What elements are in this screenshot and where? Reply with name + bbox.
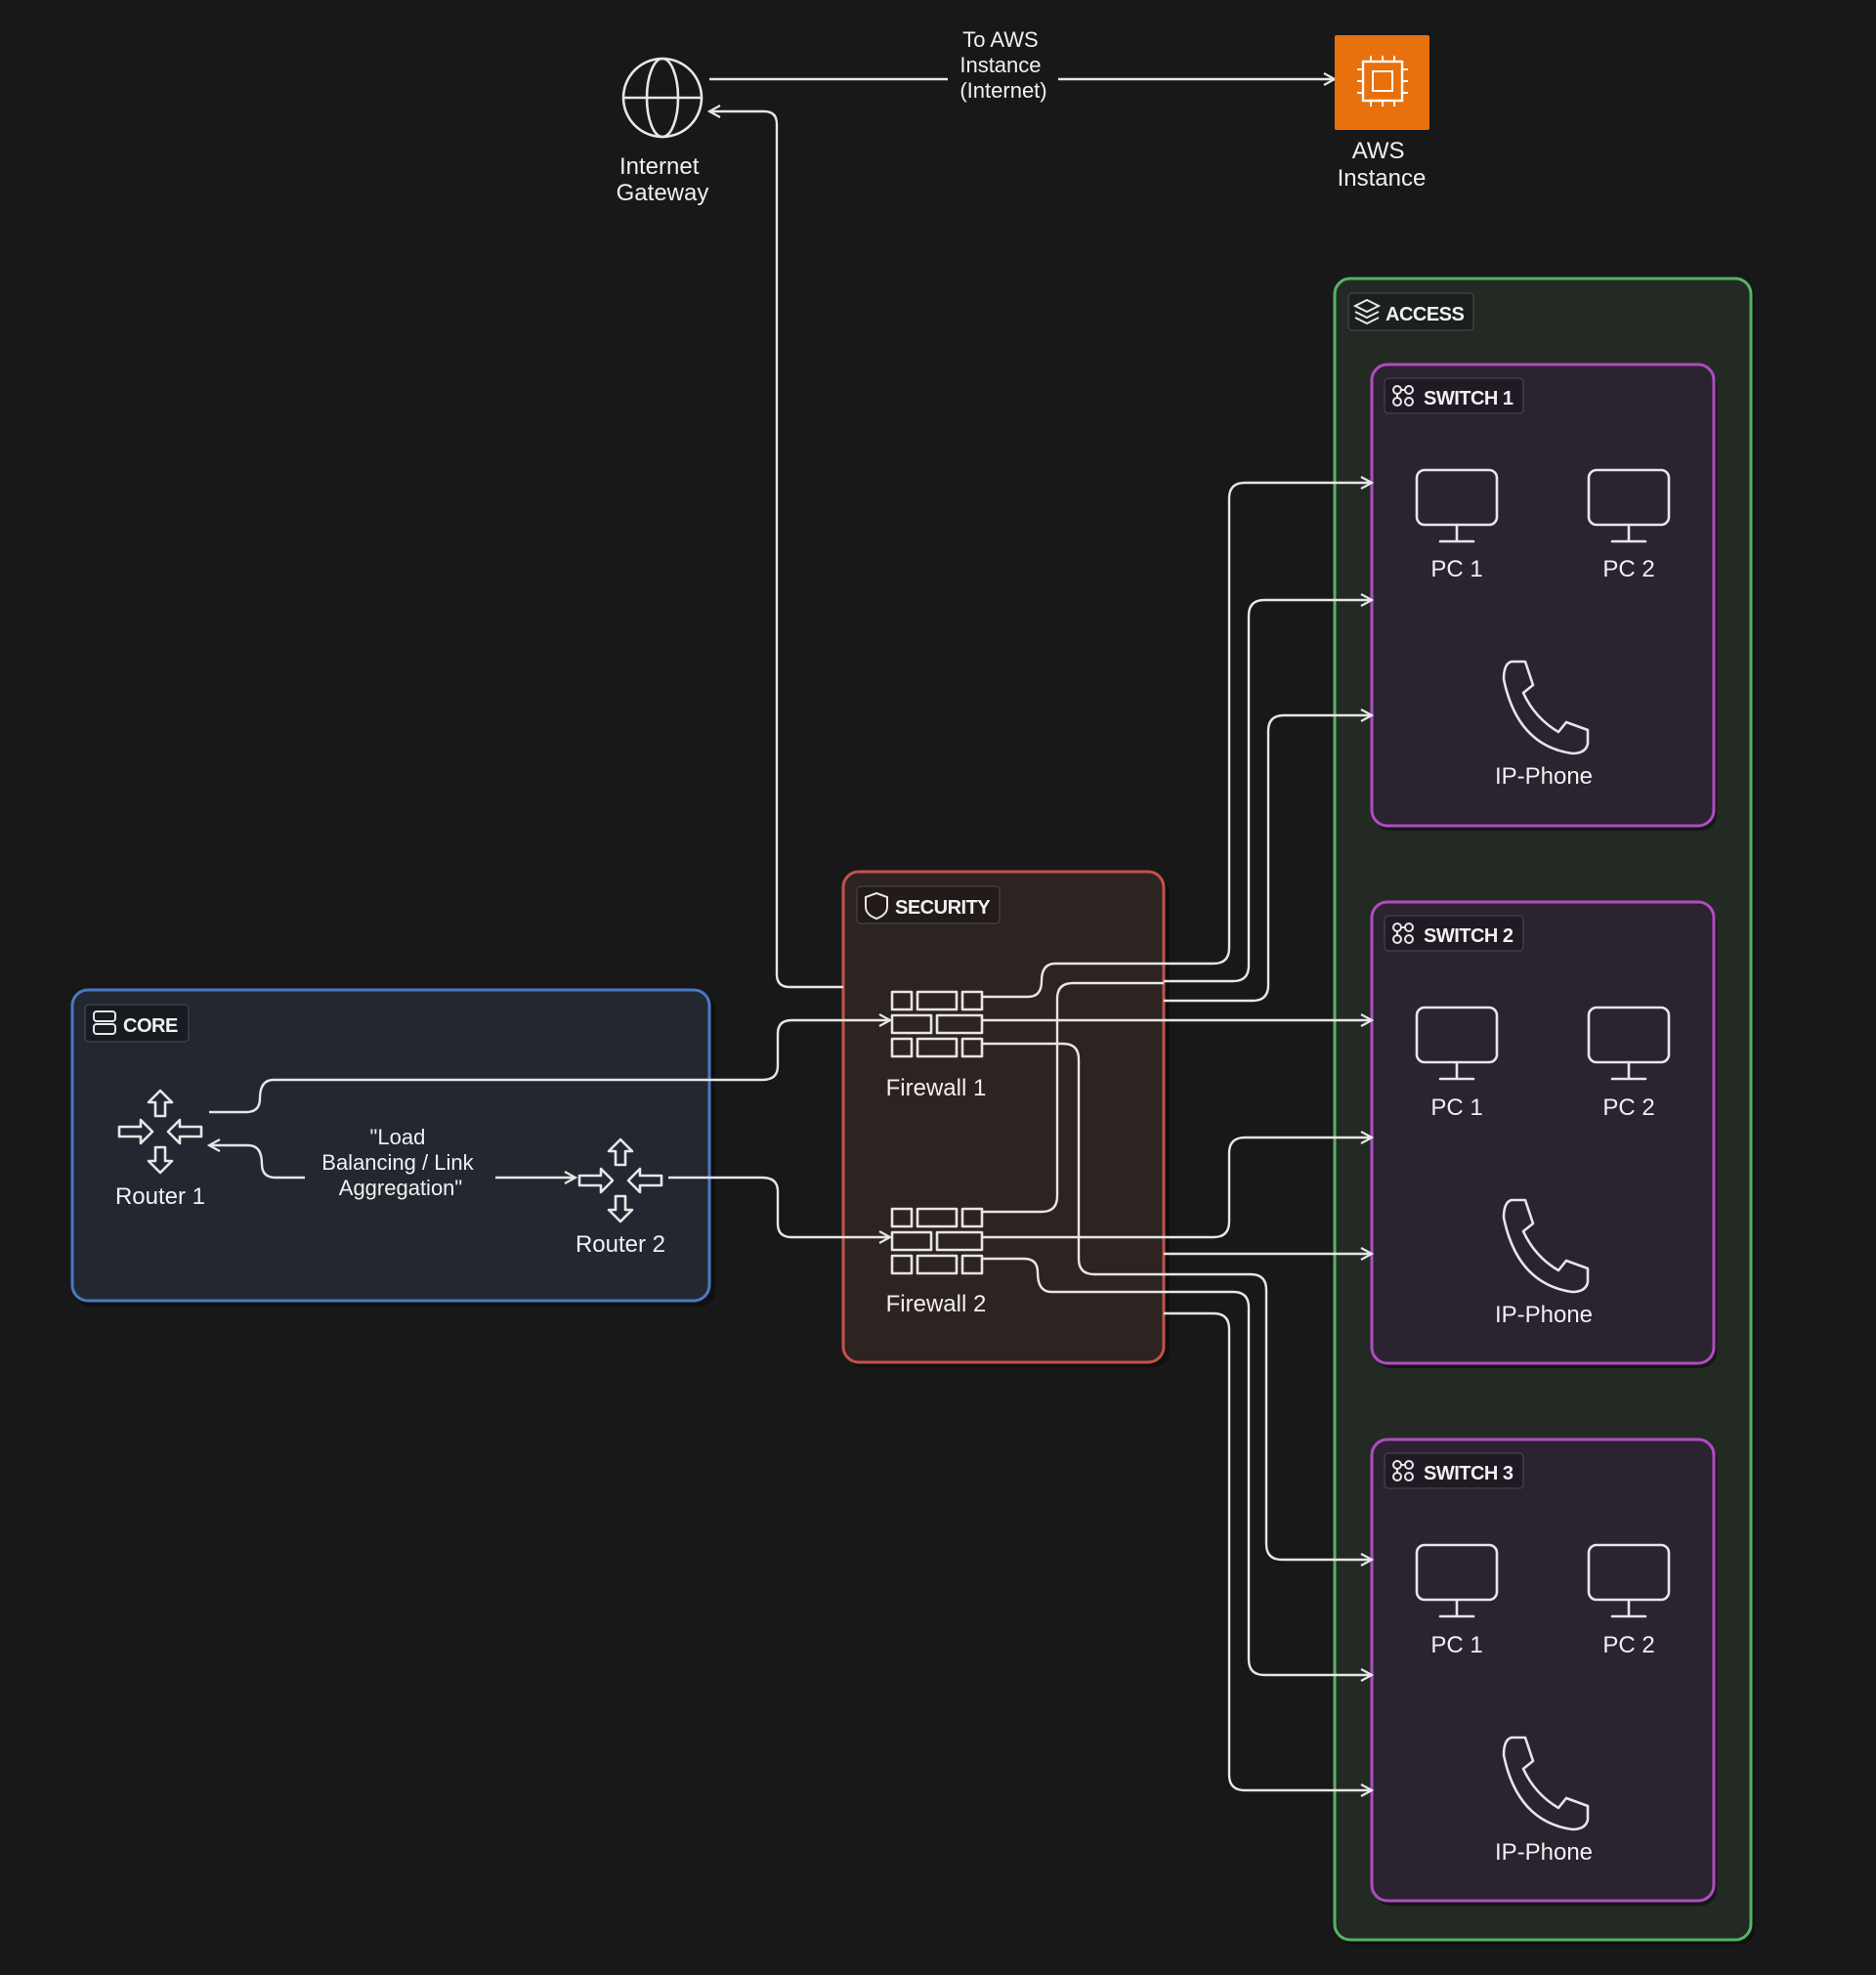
firewall-2-node[interactable]: Firewall 2	[886, 1207, 987, 1317]
to-aws-edge-label: To AWS Instance (Internet)	[950, 21, 1057, 106]
aws-instance-label-line-1: AWS	[1352, 138, 1405, 164]
switch-2-ip-phone-label: IP-Phone	[1495, 1302, 1593, 1328]
core-tag-label: CORE	[123, 1015, 178, 1037]
switch-2-tag: SWITCH 2	[1384, 915, 1524, 952]
edge-fw2-to-sw2-pc2	[982, 1138, 1372, 1239]
router-2-node[interactable]: Router 2	[576, 1138, 665, 1258]
edge-fw-to-sw3-phone	[1164, 1311, 1372, 1790]
switch-2-pc-2-label: PC 2	[1602, 1095, 1654, 1121]
server-stack-icon	[93, 1010, 116, 1035]
switch-1-tag: SWITCH 1	[1384, 377, 1524, 414]
router-1-label: Router 1	[115, 1183, 205, 1210]
load-balancing-line-1: "Load	[370, 1125, 426, 1149]
internet-gateway-label: Internet Gateway	[617, 153, 709, 206]
switch-1-tag-label: SWITCH 1	[1424, 388, 1514, 409]
access-tag: ACCESS	[1347, 292, 1474, 331]
load-balancing-edge-label: "Load Balancing / Link Aggregation"	[309, 1124, 492, 1202]
svg-text:"Load Balancing / Link: "Load Balancing / Link Aggregation"	[321, 1125, 479, 1200]
switch-3-pc-2-label: PC 2	[1602, 1632, 1654, 1658]
switch-2-tag-label: SWITCH 2	[1424, 925, 1514, 947]
firewall-2-label: Firewall 2	[886, 1291, 987, 1317]
security-group[interactable]: SECURITY	[841, 870, 1170, 1367]
internet-gateway-label-line-2: Gateway	[617, 180, 709, 206]
edge-fw2-to-sw3-pc2	[982, 1257, 1372, 1675]
security-tag: SECURITY	[856, 885, 1001, 924]
ec2-chip-icon	[1357, 56, 1408, 107]
connections	[209, 79, 1372, 1790]
switch-1-pc-2-label: PC 2	[1602, 556, 1654, 582]
internet-gateway-node[interactable]: Internet Gateway	[617, 57, 709, 206]
switch-3-group[interactable]: SWITCH 3 PC 1 PC 2 IP-Phone	[1370, 1438, 1717, 1906]
switch-1-ip-phone-label: IP-Phone	[1495, 763, 1593, 790]
switch-3-tag: SWITCH 3	[1384, 1452, 1524, 1489]
to-aws-label-line-1: To AWS	[962, 27, 1038, 52]
switch-3-tag-label: SWITCH 3	[1424, 1463, 1514, 1484]
edge-fw1-to-sw3-pc1	[982, 1042, 1372, 1560]
router-2-label: Router 2	[576, 1231, 665, 1258]
access-tag-label: ACCESS	[1386, 304, 1465, 325]
internet-gateway-label-line-1: Internet	[619, 153, 700, 180]
edge-router1-to-firewall1	[209, 1020, 890, 1114]
edge-fw-to-sw1-pc2	[1164, 600, 1372, 983]
svg-text:To AWS Instance (I: To AWS Instance (Internet)	[959, 27, 1046, 103]
edge-fw-to-sw1-phone	[1164, 715, 1372, 1003]
core-tag: CORE	[84, 1004, 190, 1043]
edge-security-to-gateway	[709, 111, 843, 989]
aws-instance-label-line-2: Instance	[1338, 165, 1427, 192]
switch-2-pc-1-label: PC 1	[1430, 1095, 1482, 1121]
globe-icon	[621, 57, 704, 139]
edge-load-balancing-left	[209, 1145, 305, 1180]
to-aws-label-line-3: (Internet)	[959, 78, 1046, 103]
router-1-node[interactable]: Router 1	[115, 1089, 205, 1210]
edge-fw2-up-cross	[982, 981, 1164, 1214]
shield-icon	[865, 891, 888, 921]
security-tag-label: SECURITY	[895, 897, 991, 919]
firewall-1-node[interactable]: Firewall 1	[886, 990, 987, 1101]
load-balancing-line-2: Balancing / Link	[321, 1150, 474, 1175]
switch-3-ip-phone-label: IP-Phone	[1495, 1839, 1593, 1866]
switch-3-pc-1-label: PC 1	[1430, 1632, 1482, 1658]
edge-router2-to-firewall2	[668, 1176, 890, 1237]
aws-instance-label: AWS Instance	[1338, 138, 1427, 192]
layers-icon	[1352, 298, 1382, 325]
switch-2-group[interactable]: SWITCH 2 PC 1 PC 2 IP-Phone	[1370, 900, 1717, 1368]
aws-instance-node[interactable]: AWS Instance	[1335, 35, 1429, 192]
switch-1-group[interactable]: SWITCH 1 PC 1 PC 2 IP-Phone	[1370, 363, 1717, 831]
to-aws-label-line-2: Instance	[959, 53, 1041, 77]
switch-1-pc-1-label: PC 1	[1430, 556, 1482, 582]
edge-fw1-to-sw1-pc1	[982, 483, 1372, 999]
load-balancing-line-3: Aggregation"	[339, 1176, 462, 1200]
firewall-1-label: Firewall 1	[886, 1075, 987, 1101]
